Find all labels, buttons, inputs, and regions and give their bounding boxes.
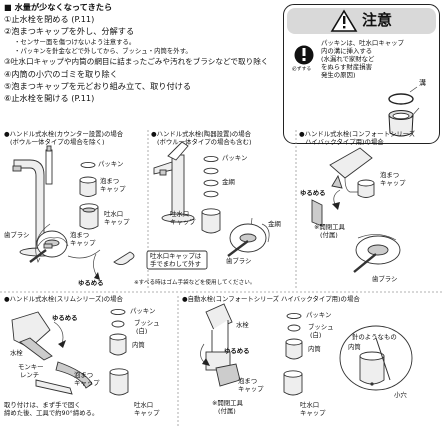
panel3-loosen-label: ゆるめる [300, 189, 326, 197]
panel3-parts [311, 179, 401, 273]
panel3-title: ●ハンドル式水栓(コンフォートシリーズ [299, 130, 416, 138]
panel4-parts [109, 308, 129, 396]
panel5-bush-label: ブッシュ [308, 323, 334, 331]
caution-graphics [294, 9, 420, 137]
panel4-faucet-label: 水栓 [10, 349, 23, 357]
panel3-subtitle: ハイバックタイプ用)の場合 [305, 138, 384, 146]
panel1-packing-label: パッキン [98, 160, 124, 168]
panel5-faucet-label: 水栓 [236, 321, 249, 329]
step-1: ①止水栓を閉める (P.11) [4, 14, 95, 24]
panel5-packing-label: パッキン [306, 311, 332, 319]
groove-label: 溝 [419, 79, 426, 87]
panel4-loosen-label: ゆるめる [52, 314, 78, 322]
panel1-foamcap-label-b: 泡まつ [70, 231, 90, 239]
mandatory-label: 必ずする [292, 67, 312, 72]
panel2-faucet [153, 141, 195, 223]
panel2-note: ※すべる時はゴム手袋などを使用してください。 [134, 280, 256, 286]
panel4-footnote: 取り付けは、まず手で固く [4, 401, 81, 409]
panel1-foamcap-label-2: キャップ [100, 185, 126, 193]
panel5-spoutcap-label-2: キャップ [300, 409, 326, 417]
panel4-faucet [11, 311, 93, 395]
panel5-hole-label: 小穴 [394, 391, 407, 399]
panel4-bush-label-2: (白) [136, 327, 148, 335]
panel2-note-box-2: 手でまわして外す [150, 260, 201, 268]
caution-header [287, 8, 436, 34]
panel2-spoutcap-label-2: キャップ [170, 218, 196, 226]
panel3-tool-label-2: (付属) [320, 231, 338, 239]
panel2-subtitle: (ボウル一体タイプの場合も含む) [157, 138, 252, 146]
panel1-title: ●ハンドル式水栓(カウンター設置)の場合 [4, 130, 124, 138]
packing-ring-icon [388, 93, 414, 105]
panel5-needle-inner-label: 内筒 [348, 343, 361, 351]
panel5-tool-label-2: (付属) [218, 407, 236, 415]
panel1-brush-label: 歯ブラシ [4, 231, 30, 239]
panel5-title: ●自動水栓(コンフォートシリーズ ハイバックタイプ用)の場合 [182, 295, 360, 303]
caution-text-2: 内の溝に挿入する [321, 47, 373, 55]
panel5-foamcap-label: 泡まつ [238, 377, 258, 385]
step-2: ②泡まつキャップを外し、分解する [4, 26, 135, 36]
panel5-inner-label: 内筒 [308, 345, 321, 353]
panel2-title: ●ハンドル式水栓(陶器設置)の場合 [151, 130, 252, 138]
panel2-hand-brush [93, 223, 270, 280]
panel3-faucet [329, 147, 373, 210]
caution-text-3: (水漏れで家財など [321, 55, 375, 63]
caution-box: 注意 必ずする パッキンは、吐水口キャップ 内の溝に挿入する (水漏れで家財など… [283, 4, 440, 144]
panel4-spoutcap-label: 吐水口 [134, 401, 154, 409]
panel4-packing-label: パッキン [130, 307, 156, 315]
panel5-spoutcap-label: 吐水口 [300, 401, 320, 409]
panel2-note-box: 吐水口キャップは [150, 252, 202, 260]
step-5: ⑤泡まつキャップを元どおり組み立て、取り付ける [4, 81, 192, 91]
panel1-loosen-label: ゆるめる [78, 279, 104, 287]
caution-text-1: パッキンは、吐水口キャップ [321, 39, 404, 47]
panel2-parts [201, 155, 253, 237]
panel4-footnote-2: 締めた後、工具で約90°締める。 [4, 409, 99, 417]
panel4-foamcap-label-2: キャップ [74, 379, 100, 387]
panel2-packing-label: パッキン [222, 154, 248, 162]
step-6: ⑥止水栓を開ける (P.11) [4, 93, 95, 103]
step-2-note-b: ・パッキンを針金などで外してから、ブッシュ・内筒を外す。 [14, 47, 192, 55]
panel1-foamcap-label: 泡まつ [100, 177, 120, 185]
step-2-note-a: ・センサー面を傷つけないよう注意する。 [14, 38, 136, 46]
panel5-loosen-label: ゆるめる [224, 347, 250, 355]
panel5-parts [283, 312, 413, 396]
panel4-wrench-label: モンキー [18, 363, 44, 371]
panel5-foamcap-label-2: キャップ [238, 385, 264, 393]
panel3-brush-label: 歯ブラシ [372, 275, 398, 283]
panel4-spoutcap-label-2: キャップ [134, 409, 160, 417]
panel5-bush-label-2: (白) [310, 331, 322, 339]
panel3-tool-label: ※開閉工具 [314, 223, 345, 231]
panel5-faucet [200, 303, 241, 387]
panel2-spoutcap-label: 吐水口 [170, 210, 190, 218]
panel2-mesh-label: 金網 [222, 178, 235, 186]
panel1-spoutcap-label-2: キャップ [104, 218, 130, 226]
panel1-parts [35, 161, 99, 263]
panel4-bush-label: ブッシュ [134, 319, 160, 327]
panel2-mesh-label-b: 金網 [268, 220, 281, 228]
panel5-tool-label: ※開閉工具 [212, 399, 243, 407]
step-4: ④内筒の小穴のゴミを取り除く [4, 69, 118, 79]
panel4-title: ●ハンドル式水栓(スリムシリーズ)の場合 [4, 295, 123, 303]
section-title: ■ 水量が少なくなってきたら [4, 2, 113, 12]
panel5-needle-label: 針のようなもの [352, 333, 397, 341]
panel3-foamcap-label: 泡まつ [380, 171, 400, 179]
panel1-hand-brush [29, 230, 101, 263]
panel4-foamcap-label: 泡まつ [74, 371, 94, 379]
caution-title: 注意 [362, 11, 393, 29]
step-3: ③吐水口キャップや内筒の網目に詰まったごみや汚れをブラシなどで取り除く [4, 57, 269, 66]
panel3-foamcap-label-2: キャップ [380, 179, 406, 187]
panel1-spoutcap-label: 吐水口 [104, 210, 124, 218]
caution-text-5: 発生の原因) [321, 71, 356, 79]
panel2-brush-label: 歯ブラシ [226, 257, 252, 265]
panel1-subtitle: (ボウル一体タイプの場合を除く) [10, 138, 105, 146]
panel4-wrench-label-2: レンチ [20, 371, 40, 379]
panel4-inner-label: 内筒 [132, 341, 145, 349]
panel1-foamcap-label-b2: キャップ [70, 239, 96, 247]
caution-text-4: をぬらす財産損害 [321, 63, 372, 71]
